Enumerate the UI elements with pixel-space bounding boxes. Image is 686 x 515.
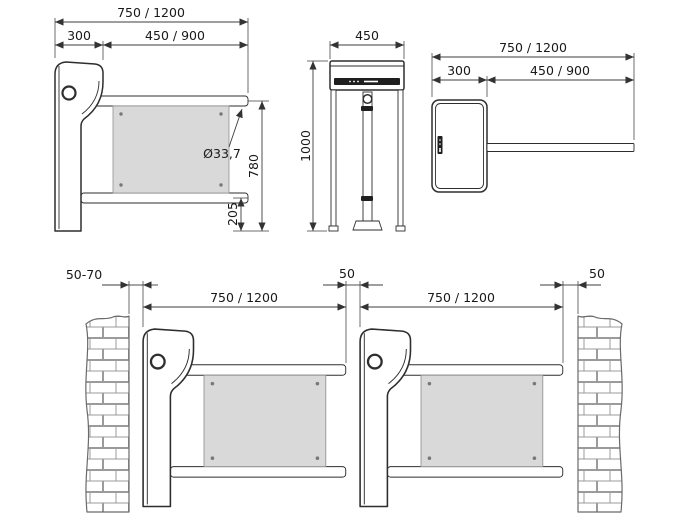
arm-tube-end: [362, 93, 373, 105]
side-view-dimensions: 750 / 1200 300 450 / 900 780 205 Ø33,7: [54, 5, 269, 232]
front-view-dimensions: 450 1000: [298, 28, 405, 232]
cabinet-foot-right: [395, 225, 406, 232]
cabinet-footprint-inner: [435, 103, 484, 189]
cabinet-side-edge-right: [397, 89, 404, 227]
turnstile-unit-2: [358, 327, 564, 508]
turnstile-unit-1: [141, 327, 347, 508]
logo-dash: [364, 80, 378, 83]
dim-mid-clearance-label: 50: [339, 266, 355, 281]
front-view: 450 1000: [298, 28, 406, 232]
installation-dimensions: 50-70 750 / 1200 50 750 / 1200 50: [66, 266, 605, 363]
cabinet-side-edge-left: [330, 89, 337, 227]
logo-dot: [349, 80, 351, 83]
dim-left-wall-clearance-label: 50-70: [66, 267, 102, 282]
dim-plan-arm-label: 450 / 900: [530, 63, 590, 78]
plan-view: 750 / 1200 300 450 / 900: [431, 40, 635, 193]
dim-plan-housing-label: 300: [447, 63, 471, 78]
dim-side-top-arm-height-label: 780: [246, 154, 261, 178]
dim-lane2-label: 750 / 1200: [427, 290, 495, 305]
side-view: 750 / 1200 300 450 / 900 780 205 Ø33,7: [53, 5, 269, 233]
glass-clamp-top: [361, 106, 373, 111]
glass-edge-column: [362, 91, 373, 222]
left-wall: [85, 315, 130, 513]
dim-side-overall-label: 750 / 1200: [117, 5, 185, 20]
cabinet-cap: [329, 60, 405, 91]
dim-side-housing-label: 300: [67, 28, 91, 43]
logo-dash: [439, 148, 441, 152]
installation-view: 50-70 750 / 1200 50 750 / 1200 50: [66, 266, 623, 513]
dim-right-wall-clearance-label: 50: [589, 266, 605, 281]
cabinet-foot-left: [328, 225, 339, 232]
dim-side-arm-label: 450 / 900: [145, 28, 205, 43]
arm-plan: [486, 143, 635, 152]
dim-lane1-label: 750 / 1200: [210, 290, 278, 305]
logo-dot: [353, 80, 355, 83]
plan-view-dimensions: 750 / 1200 300 450 / 900: [431, 40, 635, 140]
dim-side-tube-diameter-label: Ø33,7: [203, 146, 241, 161]
dim-front-width-label: 450: [355, 28, 379, 43]
dim-plan-overall-label: 750 / 1200: [499, 40, 567, 55]
brand-logo-mark: [437, 136, 443, 154]
right-wall: [577, 315, 623, 513]
glass-clamp-bottom: [361, 196, 373, 201]
dim-front-height-label: 1000: [298, 130, 313, 162]
logo-dot: [357, 80, 359, 83]
column-foot: [352, 220, 383, 231]
dim-side-bottom-arm-height-label: 205: [225, 202, 240, 226]
logo-dot: [439, 139, 441, 141]
logo-dot: [439, 143, 441, 145]
